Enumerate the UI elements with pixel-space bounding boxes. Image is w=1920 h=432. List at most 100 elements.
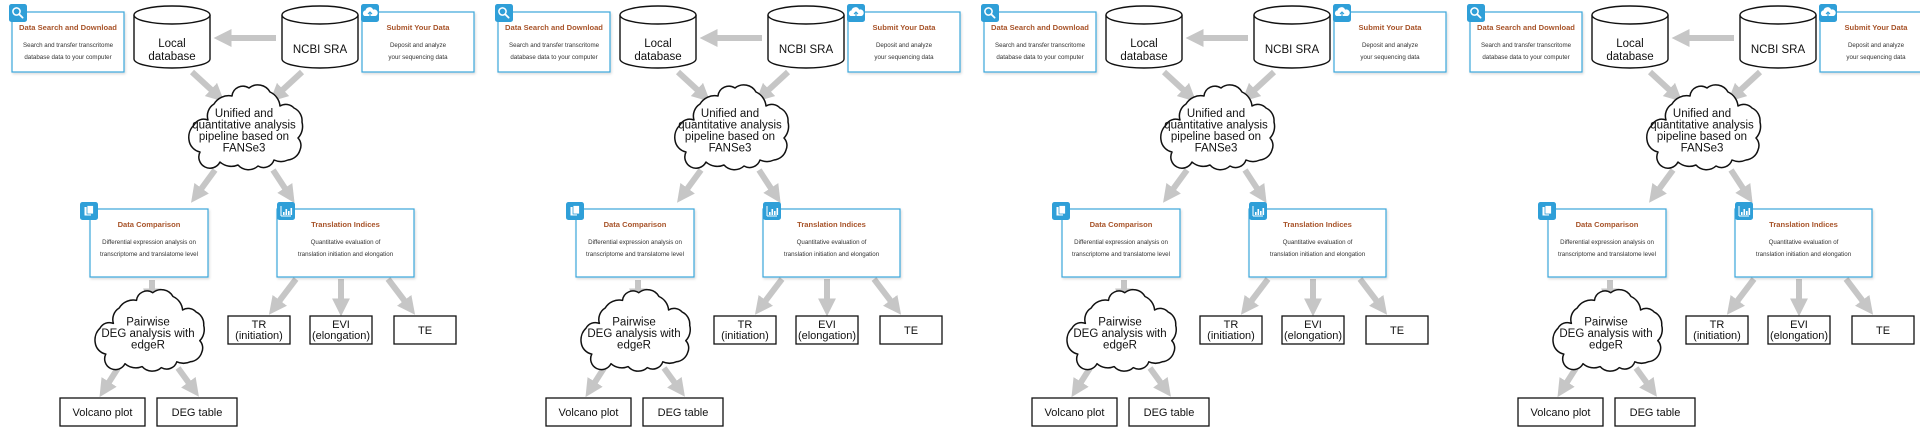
tr-box: TR(initiation) <box>1685 315 1749 345</box>
evi-box-label-line2: (elongation) <box>798 330 856 342</box>
te-box: TE <box>879 315 943 345</box>
evi-box: EVI(elongation) <box>1767 315 1831 345</box>
pipeline-cloud-label-line2: quantitative analysis <box>1164 119 1268 131</box>
edge-deg-to-table <box>1633 366 1657 397</box>
evi-box-label-line2: (elongation) <box>1284 330 1342 342</box>
card-submit-data-desc-line1: Deposit and analyze <box>1848 42 1905 49</box>
documents-icon <box>1052 202 1070 220</box>
te-box: TE <box>1851 315 1915 345</box>
edge-pipeline-to-comparison <box>677 168 704 203</box>
search-icon <box>9 4 27 22</box>
bar-chart-icon <box>277 202 295 220</box>
evi-box-label-line1: EVI <box>332 319 350 331</box>
evi-box: EVI(elongation) <box>1281 315 1345 345</box>
ncbi-sra-node: NCBI SRA <box>767 5 845 69</box>
card-data-comparison-desc-line1: Differential expression analysis on <box>1074 239 1168 246</box>
pipeline-cloud-label-line4: FANSe3 <box>223 142 266 154</box>
card-data-comparison-title: Data Comparison <box>1576 220 1639 229</box>
edges <box>99 29 416 398</box>
te-box-label: TE <box>904 325 918 337</box>
card-translation-indices-title: Translation Indices <box>1283 220 1352 229</box>
pairwise-deg-cloud-label-line2: DEG analysis with <box>1073 328 1166 340</box>
search-icon <box>1467 4 1485 22</box>
bar-chart-icon <box>763 202 781 220</box>
local-database-node-label-line1: Local <box>1130 38 1158 50</box>
pipeline-cloud-label-line3: pipeline based on <box>1657 131 1747 143</box>
edge-deg-to-volcano <box>99 366 121 398</box>
card-translation-indices-title: Translation Indices <box>797 220 866 229</box>
edge-translation-to-te <box>871 277 902 315</box>
card-data-comparison-desc-line1: Differential expression analysis on <box>588 239 682 246</box>
local-database-node-label-line1: Local <box>644 38 672 50</box>
documents-icon <box>566 202 584 220</box>
volcano-plot-box-label: Volcano plot <box>1531 407 1591 419</box>
pairwise-deg-cloud-label-line3: edgeR <box>131 340 165 352</box>
card-data-search-desc-line1: Search and transfer transcritome <box>509 42 600 49</box>
edge-translation-to-tr <box>754 277 785 315</box>
edge-local-to-pipeline <box>675 69 711 102</box>
edge-pipeline-to-translation <box>1242 168 1267 204</box>
te-box-label: TE <box>1876 325 1890 337</box>
card-data-comparison-desc-line2: transcriptome and translatome level <box>1558 251 1656 258</box>
card-submit-data-desc-line1: Deposit and analyze <box>390 42 447 49</box>
edge-local-to-pipeline <box>1161 69 1197 102</box>
pairwise-deg-cloud-label-line1: Pairwise <box>1584 317 1627 329</box>
card-data-search-desc-line1: Search and transfer transcritome <box>995 42 1086 49</box>
cloud-upload-icon <box>847 4 865 22</box>
edge-pipeline-to-translation <box>1728 168 1753 204</box>
card-submit-data-desc-line2: your sequencing data <box>388 54 448 61</box>
card-translation-indices-desc-line1: Quantitative evaluation of <box>1283 239 1353 246</box>
tr-box: TR(initiation) <box>1199 315 1263 345</box>
deg-table-box: DEG table <box>1128 397 1210 427</box>
local-database-node-label-line1: Local <box>158 38 186 50</box>
card-translation-indices-desc-line2: translation initiation and elongation <box>1270 251 1366 258</box>
card-data-search-desc-line1: Search and transfer transcritome <box>23 42 114 49</box>
card-translation-indices-desc-line2: translation initiation and elongation <box>784 251 880 258</box>
card-submit-data-desc-line1: Deposit and analyze <box>876 42 933 49</box>
tr-box-label-line2: (initiation) <box>1693 330 1741 342</box>
edges <box>1071 29 1388 398</box>
search-icon <box>981 4 999 22</box>
card-data-search-desc-line2: database data to your computer <box>996 54 1083 61</box>
edge-local-to-pipeline <box>189 69 225 102</box>
edges <box>1557 29 1874 398</box>
card-data-comparison-title: Data Comparison <box>604 220 667 229</box>
card-submit-data-desc-line2: your sequencing data <box>874 54 934 61</box>
volcano-plot-box-label: Volcano plot <box>1045 407 1105 419</box>
tr-box-label-line2: (initiation) <box>235 330 283 342</box>
deg-table-box: DEG table <box>642 397 724 427</box>
deg-table-box-label: DEG table <box>1630 407 1681 419</box>
card-data-search-desc-line2: database data to your computer <box>510 54 597 61</box>
card-submit-data-desc-line2: your sequencing data <box>1846 54 1906 61</box>
documents-icon <box>1538 202 1556 220</box>
edge-pipeline-to-comparison <box>191 168 218 203</box>
edge-deg-to-volcano <box>585 366 607 398</box>
te-box: TE <box>393 315 457 345</box>
pipeline-cloud-label-line3: pipeline based on <box>685 131 775 143</box>
card-submit-data-title: Submit Your Data <box>1358 23 1422 32</box>
evi-box-label-line1: EVI <box>1790 319 1808 331</box>
card-data-search-desc-line1: Search and transfer transcritome <box>1481 42 1572 49</box>
ncbi-sra-node-label: NCBI SRA <box>293 44 348 56</box>
te-box-label: TE <box>418 325 432 337</box>
deg-table-box-label: DEG table <box>172 407 223 419</box>
card-translation-indices-desc-line1: Quantitative evaluation of <box>1769 239 1839 246</box>
card-translation-indices-desc-line1: Quantitative evaluation of <box>797 239 867 246</box>
card-translation-indices-desc-line1: Quantitative evaluation of <box>311 239 381 246</box>
cloud-upload-icon <box>1333 4 1351 22</box>
